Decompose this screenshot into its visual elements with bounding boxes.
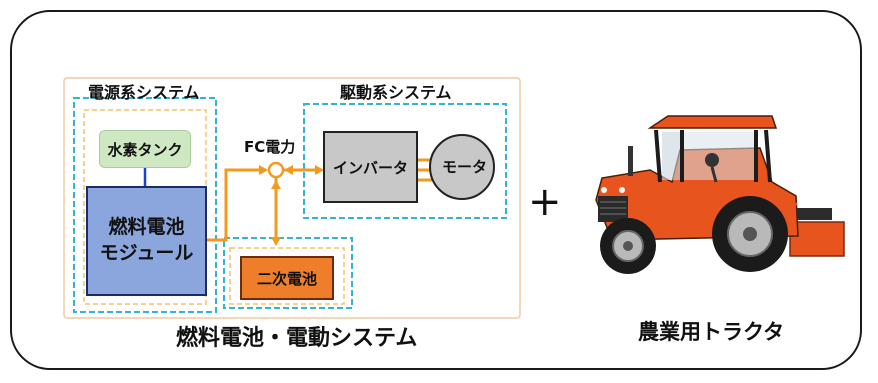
fc-power-label: FC電力	[244, 138, 296, 156]
hydrogen-tank-box: 水素タンク	[99, 130, 191, 168]
junction-node	[267, 161, 285, 179]
system-caption: 燃料電池・電動システム	[176, 326, 418, 351]
power-system-dashed-box	[73, 97, 217, 313]
hydrogen-tank-label: 水素タンク	[107, 140, 183, 159]
arrow-left-at-junction	[284, 165, 293, 175]
arrow-to-inverter	[315, 165, 324, 175]
inverter-label: インバータ	[332, 158, 408, 177]
fuel-cell-module-label-line1: 燃料電池	[108, 216, 185, 239]
battery-blue-dashed-box	[223, 237, 353, 309]
motor-label: モータ	[442, 158, 488, 176]
motor-circle	[429, 134, 495, 200]
tractor-caption: 農業用トラクタ	[638, 320, 785, 344]
battery-yellow-dashed-box	[229, 247, 345, 305]
secondary-battery-box: 二次電池	[240, 256, 334, 300]
fuel-cell-module-box: 燃料電池 モジュール	[86, 186, 207, 296]
drive-system-dashed-box	[303, 103, 507, 219]
plus-sign: +	[528, 179, 562, 225]
outer-rounded-frame	[10, 10, 862, 370]
arrow-to-junction	[259, 165, 268, 175]
arrow-up-to-junction	[271, 180, 281, 189]
fc-power-line	[207, 168, 266, 242]
power-system-label: 電源系システム	[88, 83, 200, 102]
arrow-down-to-battery	[271, 237, 281, 246]
fuel-cell-module-label-line2: モジュール	[99, 242, 194, 264]
tractor-illustration	[595, 115, 845, 274]
secondary-battery-label: 二次電池	[256, 269, 317, 288]
drive-system-label: 駆動系システム	[340, 83, 452, 102]
inverter-box: インバータ	[323, 131, 418, 203]
